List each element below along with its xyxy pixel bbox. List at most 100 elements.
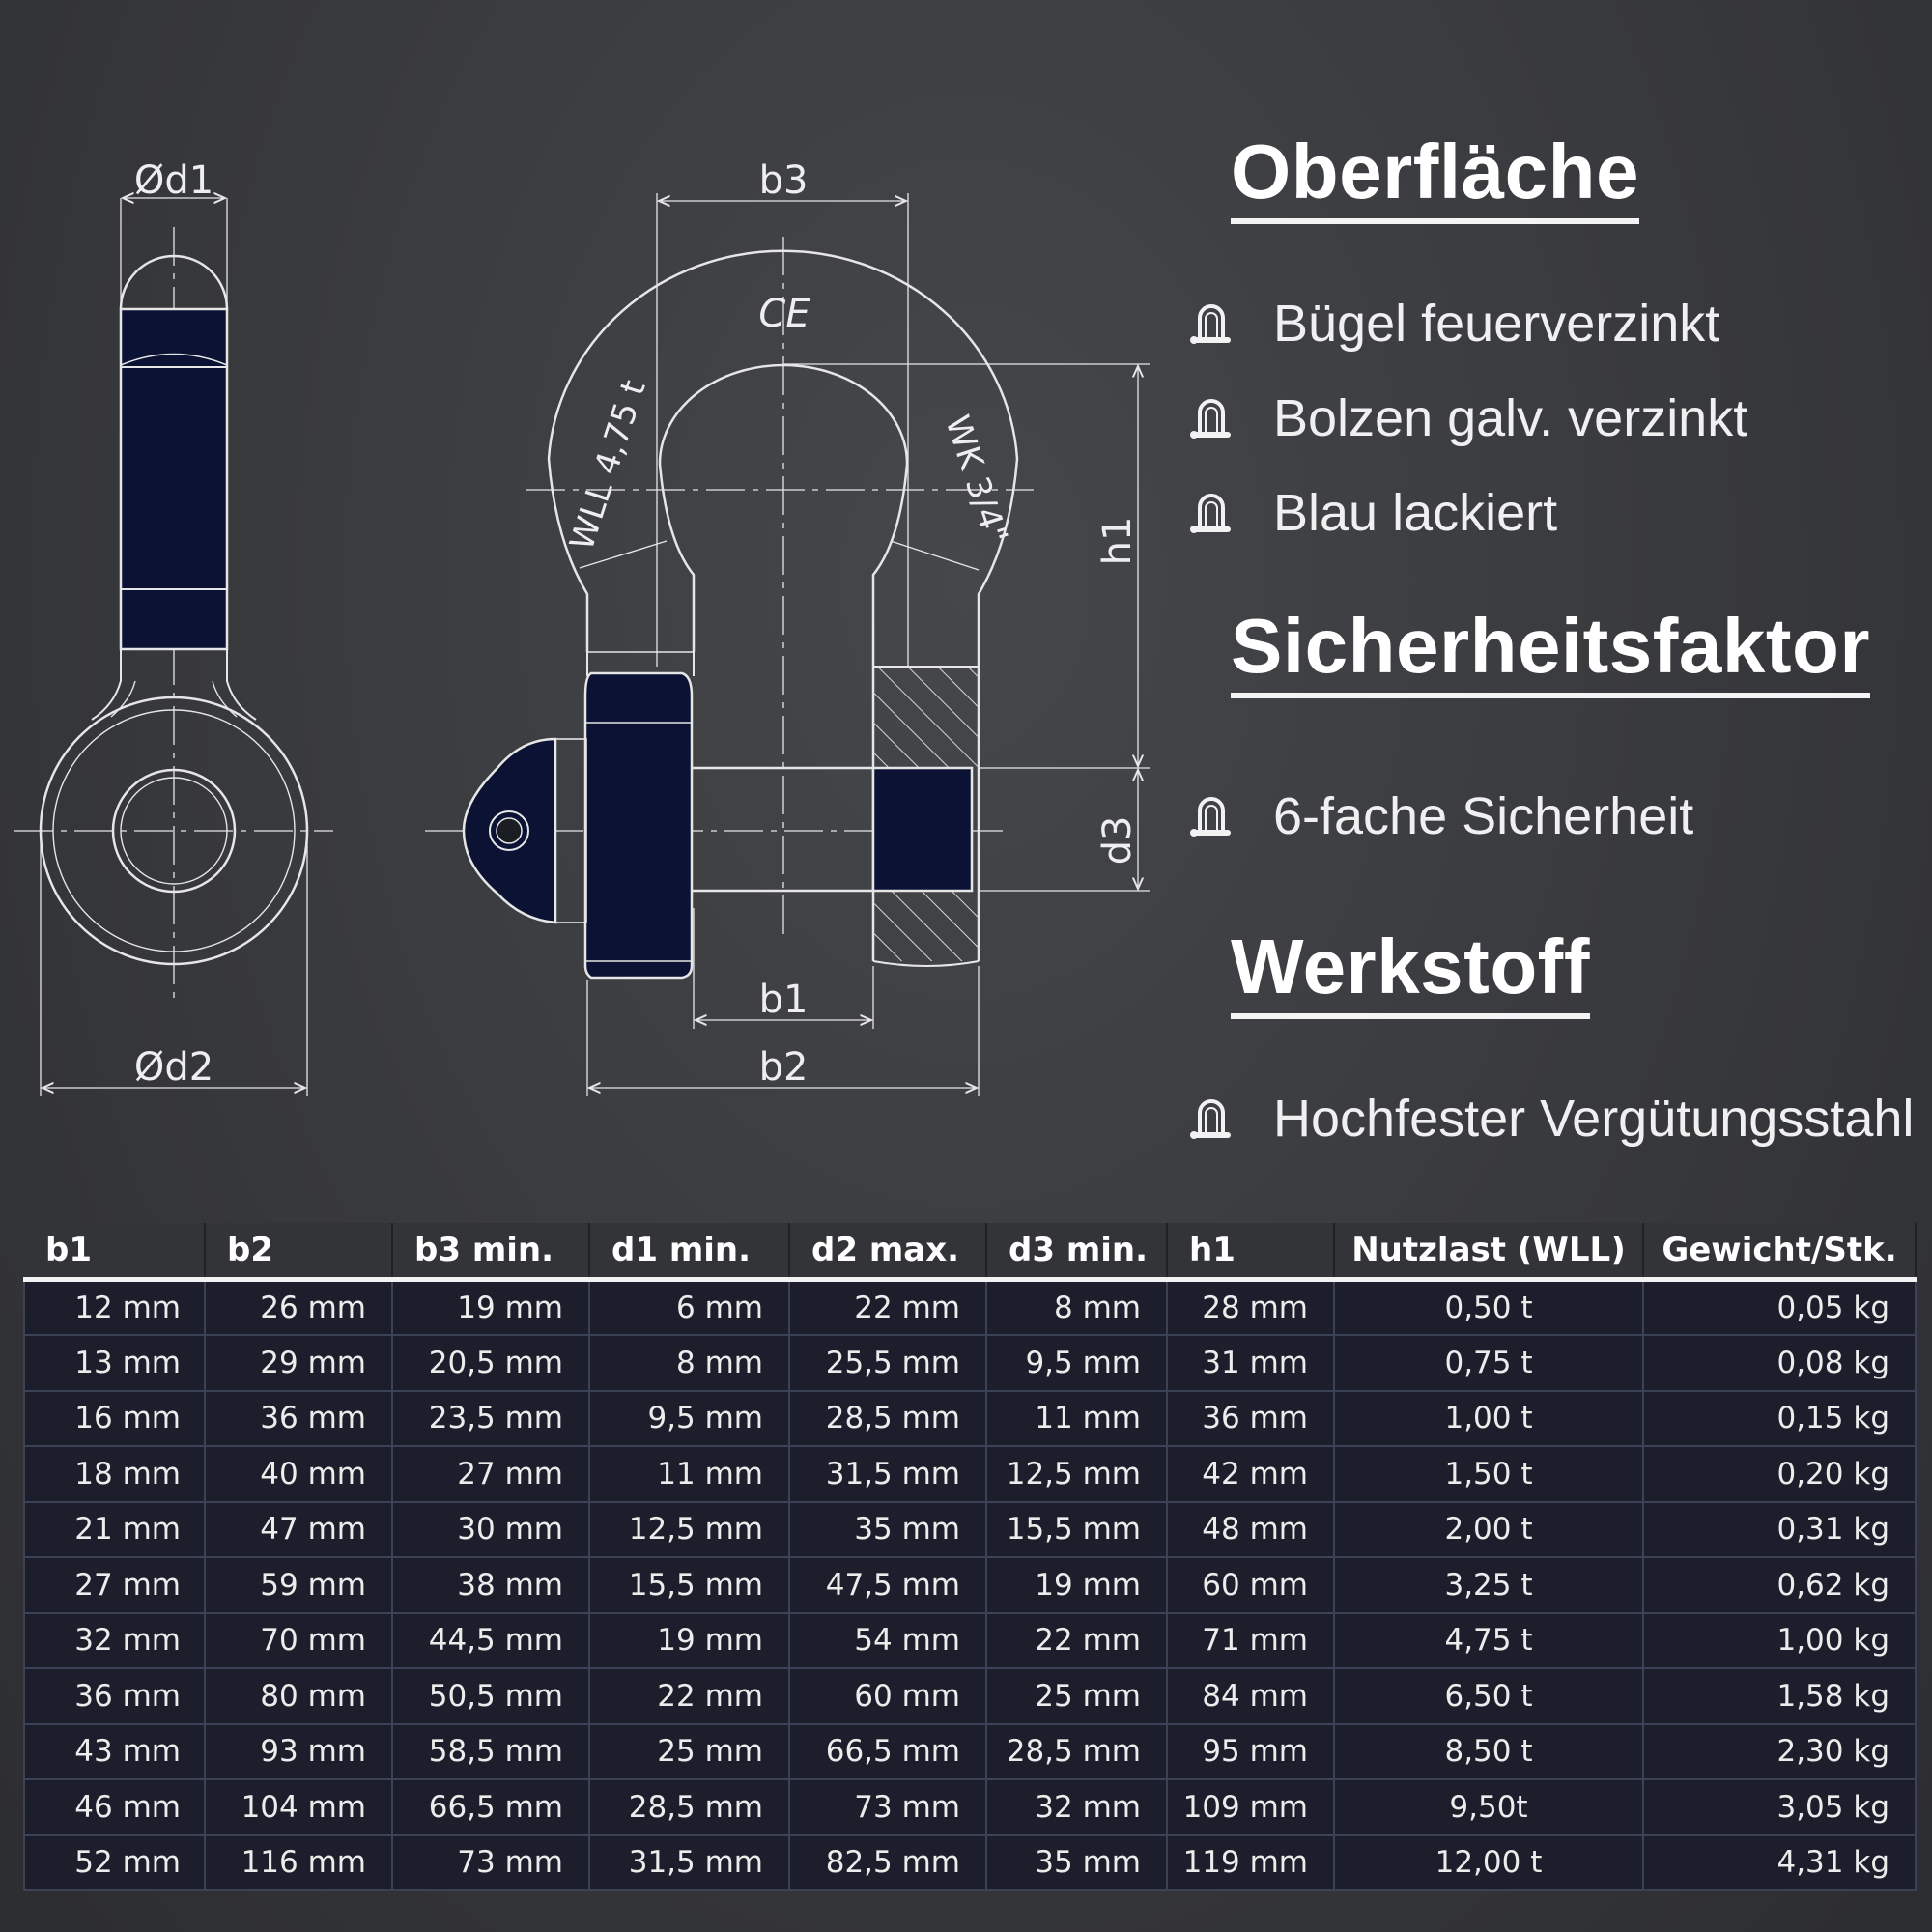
table-cell: 2,00 t (1333, 1500, 1644, 1558)
table-cell: 29 mm (204, 1334, 393, 1392)
label-b3: b3 (759, 158, 809, 203)
column-header: h1 (1167, 1223, 1335, 1282)
shackle-icon (1190, 797, 1231, 837)
table-cell: 73 mm (788, 1778, 987, 1836)
table-cell: 47 mm (204, 1500, 393, 1558)
table-cell: 36 mm (23, 1667, 206, 1725)
table-cell: 26 mm (204, 1278, 393, 1336)
column-header: d1 min. (589, 1223, 790, 1282)
feature-text: Bolzen galv. verzinkt (1273, 389, 1748, 447)
table-cell: 19 mm (588, 1611, 790, 1669)
table-cell: 66,5 mm (391, 1778, 590, 1836)
feature-text: Hochfester Vergütungsstahl (1273, 1090, 1915, 1148)
table-cell: 11 mm (985, 1389, 1168, 1447)
label-h1: h1 (1095, 517, 1140, 566)
specification-table: b1 b2 b3 min. d1 min. d2 max. d3 min. h1… (23, 1223, 1917, 1891)
table-cell: 6 mm (588, 1278, 790, 1336)
table-cell: 1,58 kg (1642, 1667, 1917, 1725)
table-cell: 4,31 kg (1642, 1833, 1917, 1891)
table-cell: 18 mm (23, 1445, 206, 1503)
shackle-technical-drawing: Ød1 Ød2 b3 b1 b2 h1 d3 WLL 4,75 t WK 3/4… (14, 158, 1150, 1096)
table-cell: 60 mm (788, 1667, 987, 1725)
table-cell: 19 mm (985, 1556, 1168, 1614)
table-cell: 28,5 mm (985, 1722, 1168, 1780)
table-cell: 12 mm (23, 1278, 206, 1336)
table-cell: 25,5 mm (788, 1334, 987, 1392)
table-cell: 20,5 mm (391, 1334, 590, 1392)
table-cell: 22 mm (588, 1667, 790, 1725)
table-cell: 9,50t (1333, 1778, 1644, 1836)
table-cell: 43 mm (23, 1722, 206, 1780)
column-header: b2 (205, 1223, 393, 1282)
column-header: d2 max. (789, 1223, 987, 1282)
table-cell: 1,50 t (1333, 1445, 1644, 1503)
table-cell: 0,62 kg (1642, 1556, 1917, 1614)
table-cell: 40 mm (204, 1445, 393, 1503)
table-cell: 48 mm (1166, 1500, 1335, 1558)
shackle-icon (1190, 1099, 1231, 1139)
table-cell: 38 mm (391, 1556, 590, 1614)
table-cell: 16 mm (23, 1389, 206, 1447)
label-d2: Ød2 (134, 1045, 213, 1090)
table-cell: 50,5 mm (391, 1667, 590, 1725)
feature-item: Blau lackiert (1188, 479, 1557, 547)
table-cell: 0,20 kg (1642, 1445, 1917, 1503)
feature-item: Bolzen galv. verzinkt (1188, 384, 1747, 452)
feature-text: Blau lackiert (1273, 484, 1558, 542)
table-cell: 109 mm (1166, 1778, 1335, 1836)
feature-item: Hochfester Vergütungsstahl (1188, 1085, 1914, 1152)
table-cell: 32 mm (23, 1611, 206, 1669)
table-cell: 104 mm (204, 1778, 393, 1836)
table-cell: 23,5 mm (391, 1389, 590, 1447)
table-cell: 19 mm (391, 1278, 590, 1336)
table-cell: 47,5 mm (788, 1556, 987, 1614)
table-cell: 31,5 mm (588, 1833, 790, 1891)
table-cell: 30 mm (391, 1500, 590, 1558)
table-cell: 31,5 mm (788, 1445, 987, 1503)
feature-text: 6-fache Sicherheit (1273, 787, 1694, 845)
table-cell: 15,5 mm (588, 1556, 790, 1614)
shackle-side-view (14, 198, 333, 1096)
table-cell: 9,5 mm (985, 1334, 1168, 1392)
table-cell: 116 mm (204, 1833, 393, 1891)
section-title-surface: Oberfläche (1231, 128, 1639, 224)
shackle-icon (1190, 494, 1231, 533)
table-cell: 12,00 t (1333, 1833, 1644, 1891)
ce-mark-icon: CE (758, 292, 810, 336)
table-cell: 0,05 kg (1642, 1278, 1917, 1336)
table-cell: 15,5 mm (985, 1500, 1168, 1558)
table-cell: 8 mm (588, 1334, 790, 1392)
table-cell: 84 mm (1166, 1667, 1335, 1725)
table-cell: 35 mm (788, 1500, 987, 1558)
table-cell: 95 mm (1166, 1722, 1335, 1780)
table-cell: 25 mm (985, 1667, 1168, 1725)
table-cell: 2,30 kg (1642, 1722, 1917, 1780)
table-cell: 12,5 mm (985, 1445, 1168, 1503)
label-wk: WK 3/4" (937, 411, 1014, 549)
table-cell: 28 mm (1166, 1278, 1335, 1336)
table-cell: 66,5 mm (788, 1722, 987, 1780)
table-cell: 119 mm (1166, 1833, 1335, 1891)
table-cell: 32 mm (985, 1778, 1168, 1836)
label-d3: d3 (1095, 816, 1140, 866)
feature-item: 6-fache Sicherheit (1188, 782, 1693, 850)
label-d1: Ød1 (134, 158, 213, 203)
table-cell: 44,5 mm (391, 1611, 590, 1669)
label-wll: WLL 4,75 t (562, 376, 653, 555)
table-cell: 35 mm (985, 1833, 1168, 1891)
table-cell: 3,25 t (1333, 1556, 1644, 1614)
shackle-front-view (425, 193, 1150, 1096)
table-cell: 60 mm (1166, 1556, 1335, 1614)
table-cell: 28,5 mm (588, 1778, 790, 1836)
table-cell: 80 mm (204, 1667, 393, 1725)
table-cell: 54 mm (788, 1611, 987, 1669)
table-cell: 58,5 mm (391, 1722, 590, 1780)
table-cell: 0,15 kg (1642, 1389, 1917, 1447)
section-title-safety-factor: Sicherheitsfaktor (1231, 602, 1871, 698)
